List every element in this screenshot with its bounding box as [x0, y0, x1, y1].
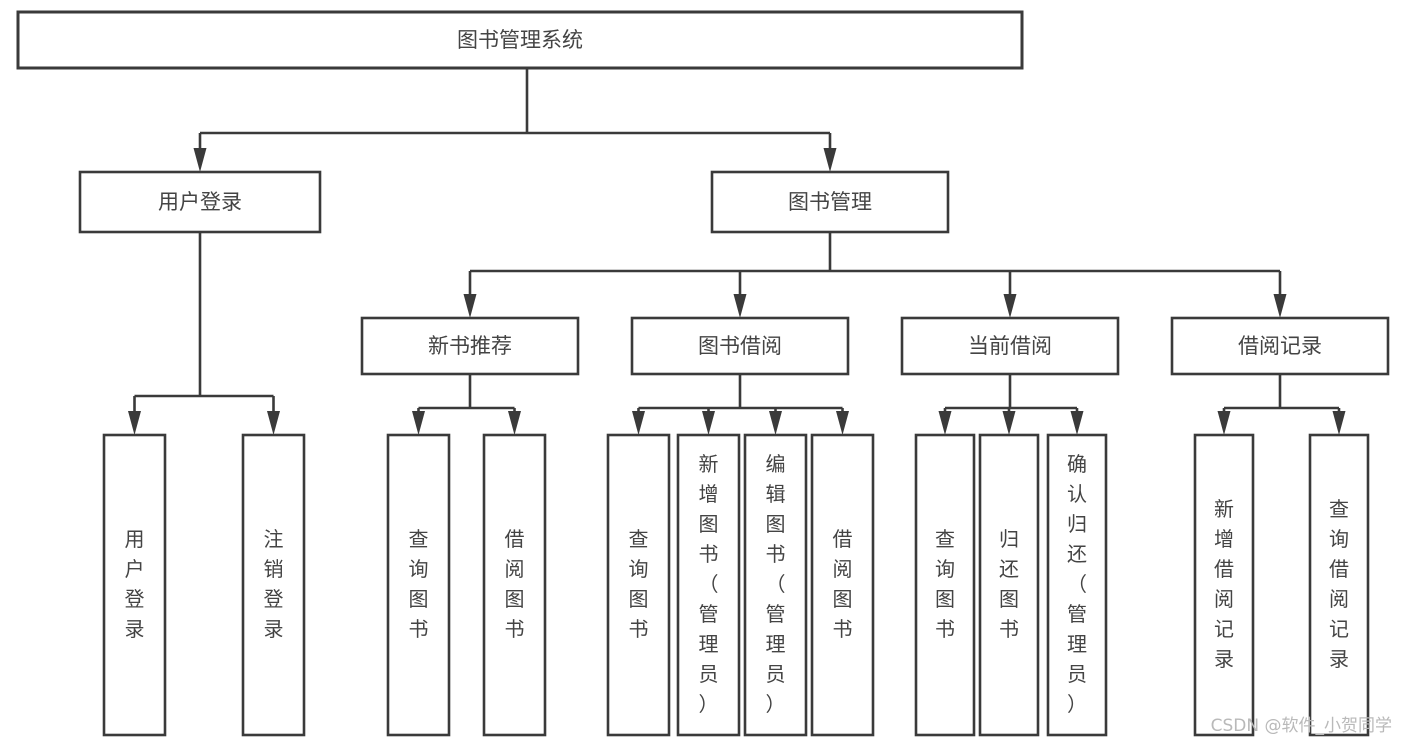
- node-leaf-query-book-a[interactable]: 查询图书: [386, 433, 451, 737]
- node-label: 借阅图书: [505, 527, 525, 641]
- node-box[interactable]: [360, 316, 580, 376]
- node-leaf-return-book[interactable]: 归还图书: [978, 433, 1040, 737]
- node-leaf-query-book-b[interactable]: 查询图书: [606, 433, 671, 737]
- connector-layer: [128, 68, 1346, 435]
- node-label: 新增图书（管理员）: [699, 452, 719, 716]
- arrow-head-icon: [1070, 411, 1084, 435]
- node-label: 图书借阅: [698, 334, 782, 358]
- node-box[interactable]: [1046, 433, 1108, 737]
- node-label: 用户登录: [158, 190, 242, 214]
- node-leaf-query-book-c[interactable]: 查询图书: [914, 433, 976, 737]
- node-box[interactable]: [102, 433, 167, 737]
- node-leaf-edit-book[interactable]: 编辑图书（管理员）: [743, 433, 808, 737]
- node-leaf-user-login[interactable]: 用户登录: [102, 433, 167, 737]
- arrow-head-icon: [823, 148, 837, 172]
- node-box[interactable]: [914, 433, 976, 737]
- node-leaf-add-record[interactable]: 新增借阅记录: [1193, 433, 1255, 737]
- node-label: 查询借阅记录: [1329, 497, 1349, 671]
- node-box[interactable]: [1308, 433, 1370, 737]
- arrow-head-icon: [733, 294, 747, 318]
- arrow-head-icon: [1273, 294, 1287, 318]
- arrow-head-icon: [1003, 294, 1017, 318]
- node-box[interactable]: [16, 10, 1024, 70]
- node-label: 查询图书: [409, 527, 429, 641]
- arrow-head-icon: [836, 411, 849, 435]
- node-l2-borrow-record[interactable]: 借阅记录: [1170, 316, 1390, 376]
- node-box[interactable]: [1193, 433, 1255, 737]
- arrow-head-icon: [938, 411, 952, 435]
- node-leaf-borrow-book-b[interactable]: 借阅图书: [810, 433, 875, 737]
- node-label: 确认归还（管理员）: [1067, 452, 1087, 716]
- arrow-head-icon: [1002, 411, 1016, 435]
- node-label: 归还图书: [999, 527, 1019, 641]
- node-label: 注销登录: [264, 527, 284, 641]
- node-box[interactable]: [630, 316, 850, 376]
- node-box[interactable]: [710, 170, 950, 234]
- node-box[interactable]: [482, 433, 547, 737]
- node-label: 新增借阅记录: [1214, 497, 1234, 671]
- node-root[interactable]: 图书管理系统: [16, 10, 1024, 70]
- node-label: 查询图书: [629, 527, 649, 641]
- arrow-head-icon: [1217, 411, 1231, 435]
- node-box[interactable]: [810, 433, 875, 737]
- node-leaf-logout[interactable]: 注销登录: [241, 433, 306, 737]
- arrow-head-icon: [412, 411, 425, 435]
- node-label: 查询图书: [935, 527, 955, 641]
- node-label: 当前借阅: [968, 334, 1052, 358]
- node-l1-book-mgmt[interactable]: 图书管理: [710, 170, 950, 234]
- node-label: 图书管理系统: [457, 28, 583, 52]
- arrow-head-icon: [267, 411, 280, 435]
- node-l2-book-borrow[interactable]: 图书借阅: [630, 316, 850, 376]
- node-layer: 图书管理系统用户登录图书管理新书推荐图书借阅当前借阅借阅记录用户登录注销登录查询…: [16, 10, 1390, 737]
- node-l2-new-book-rec[interactable]: 新书推荐: [360, 316, 580, 376]
- node-leaf-add-book[interactable]: 新增图书（管理员）: [676, 433, 741, 737]
- arrow-head-icon: [463, 294, 477, 318]
- arrow-head-icon: [769, 411, 782, 435]
- node-box[interactable]: [900, 316, 1120, 376]
- node-l2-current-borrow[interactable]: 当前借阅: [900, 316, 1120, 376]
- node-label: 借阅记录: [1238, 334, 1322, 358]
- node-leaf-borrow-book-a[interactable]: 借阅图书: [482, 433, 547, 737]
- node-label: 新书推荐: [428, 334, 512, 358]
- node-box[interactable]: [676, 433, 741, 737]
- arrow-head-icon: [632, 411, 645, 435]
- node-l1-user-login[interactable]: 用户登录: [78, 170, 322, 234]
- node-label: 编辑图书（管理员）: [766, 452, 786, 716]
- node-box[interactable]: [978, 433, 1040, 737]
- node-label: 用户登录: [125, 527, 145, 641]
- arrow-head-icon: [1332, 411, 1346, 435]
- node-box[interactable]: [241, 433, 306, 737]
- node-box[interactable]: [78, 170, 322, 234]
- arrow-head-icon: [702, 411, 715, 435]
- node-box[interactable]: [743, 433, 808, 737]
- arrow-head-icon: [193, 148, 207, 172]
- node-leaf-confirm-return[interactable]: 确认归还（管理员）: [1046, 433, 1108, 737]
- node-box[interactable]: [386, 433, 451, 737]
- arrow-head-icon: [128, 411, 141, 435]
- node-leaf-query-record[interactable]: 查询借阅记录: [1308, 433, 1370, 737]
- node-label: 图书管理: [788, 190, 872, 214]
- csdn-watermark: CSDN @软件_小贺同学: [1211, 716, 1392, 736]
- node-box[interactable]: [1170, 316, 1390, 376]
- node-label: 借阅图书: [833, 527, 853, 641]
- node-box[interactable]: [606, 433, 671, 737]
- arrow-head-icon: [508, 411, 521, 435]
